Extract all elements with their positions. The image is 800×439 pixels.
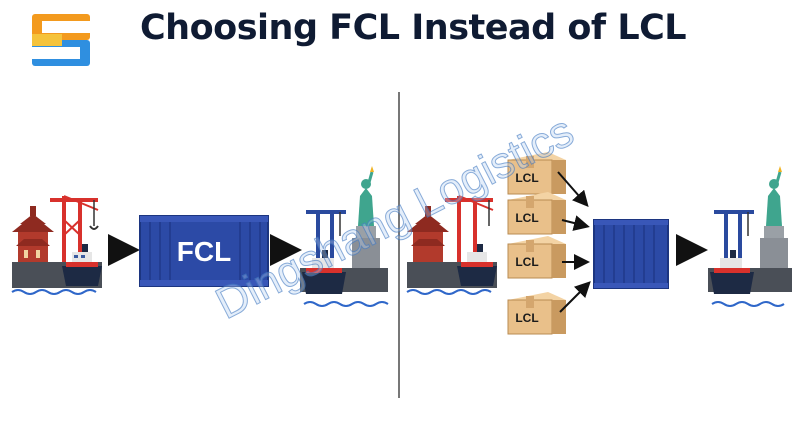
arrow-icon (557, 171, 589, 208)
statue-of-liberty-icon (352, 166, 380, 270)
cardboard-box-icon (507, 152, 566, 195)
box-label: LCL (515, 211, 538, 225)
statue-of-liberty-icon (760, 166, 788, 270)
destination-port-icon (300, 166, 389, 307)
logo-icon (32, 14, 90, 66)
shipping-container-icon (139, 215, 269, 287)
arrow-icon (559, 281, 591, 313)
ship-icon (457, 244, 497, 286)
box-label: LCL (515, 171, 538, 185)
box-label: LCL (515, 311, 538, 325)
arrow-icon (561, 215, 590, 231)
cardboard-box-icon (507, 192, 566, 235)
destination-port-icon (708, 166, 792, 307)
origin-port-icon (406, 195, 497, 295)
page-title: Choosing FCL Instead of LCL (140, 8, 687, 48)
pagoda-icon (12, 206, 54, 262)
origin-port-icon (11, 195, 102, 295)
panel-divider (398, 92, 400, 398)
ship-icon (62, 244, 102, 286)
cardboard-box-icon (507, 236, 566, 279)
pagoda-icon (407, 206, 449, 262)
shipping-container-icon (593, 219, 669, 289)
container-label: FCL (177, 236, 231, 267)
ship-icon (302, 250, 346, 294)
box-label: LCL (515, 255, 538, 269)
ship-icon (710, 250, 754, 294)
cardboard-box-icon (507, 292, 566, 335)
